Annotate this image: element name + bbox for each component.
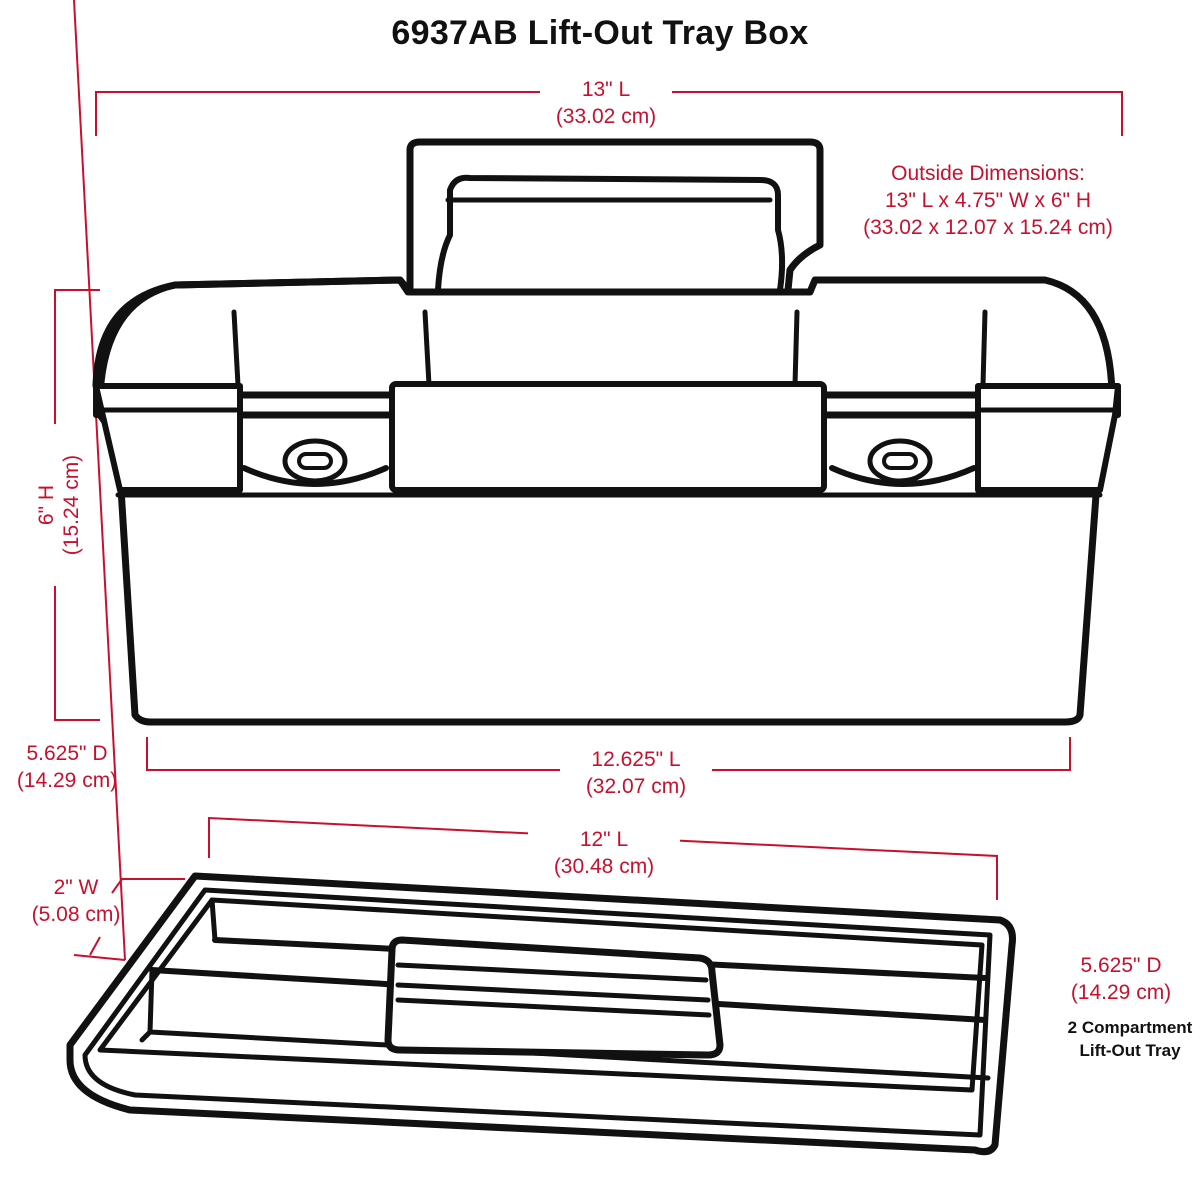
tray-length-inches: 12" L — [579, 828, 629, 851]
latch-right — [829, 465, 977, 487]
box-depth-label: 5.625" D (14.29 cm) — [0, 740, 134, 794]
outside-dimensions-cm: (33.02 x 12.07 x 15.24 cm) — [863, 216, 1113, 239]
page-title: 6937AB Lift-Out Tray Box — [391, 14, 809, 52]
tray-caption-line2: Lift-Out Tray — [1079, 1041, 1181, 1060]
overall-length-cm: (33.02 cm) — [555, 105, 657, 128]
overall-length-inches: 13" L — [581, 78, 631, 101]
height-inches: 6" H — [35, 484, 58, 526]
tray-width-label: 2" W (5.08 cm) — [10, 874, 142, 928]
base — [96, 411, 1119, 726]
tray-caption: 2 Compartment Lift-Out Tray — [1050, 1016, 1200, 1062]
outside-dimensions-heading: Outside Dimensions: — [891, 162, 1085, 185]
tray-caption-line1: 2 Compartment — [1067, 1018, 1193, 1037]
toolbox-body — [92, 138, 1121, 726]
tray-width-inches: 2" W — [53, 876, 99, 899]
overall-length-label: 13" L (33.02 cm) — [540, 76, 672, 130]
height-cm: (15.24 cm) — [60, 454, 83, 556]
lid — [96, 276, 1116, 399]
latch-left — [241, 465, 389, 487]
outside-dimensions-inches: 13" L x 4.75" W x 6" H — [884, 189, 1091, 212]
tray-depth-inches: 5.625" D — [1080, 954, 1162, 977]
base-length-cm: (32.07 cm) — [585, 775, 687, 798]
tray-length-cm: (30.48 cm) — [553, 855, 655, 878]
box-depth-cm: (14.29 cm) — [16, 769, 118, 792]
tray-width-cm: (5.08 cm) — [31, 903, 121, 926]
tray-depth-cm: (14.29 cm) — [1070, 981, 1172, 1004]
height-label: 6" H (15.24 cm) — [34, 424, 84, 586]
base-length-inches: 12.625" L — [591, 748, 681, 771]
front-plate — [389, 381, 827, 493]
lift-out-tray — [66, 872, 1016, 1156]
box-depth-inches: 5.625" D — [26, 742, 108, 765]
outside-dimensions-label: Outside Dimensions: 13" L x 4.75" W x 6"… — [832, 160, 1144, 241]
base-length-label: 12.625" L (32.07 cm) — [560, 746, 712, 800]
handle — [406, 138, 824, 294]
tray-depth-label: 5.625" D (14.29 cm) — [1050, 952, 1192, 1006]
tray-length-label: 12" L (30.48 cm) — [528, 826, 680, 880]
